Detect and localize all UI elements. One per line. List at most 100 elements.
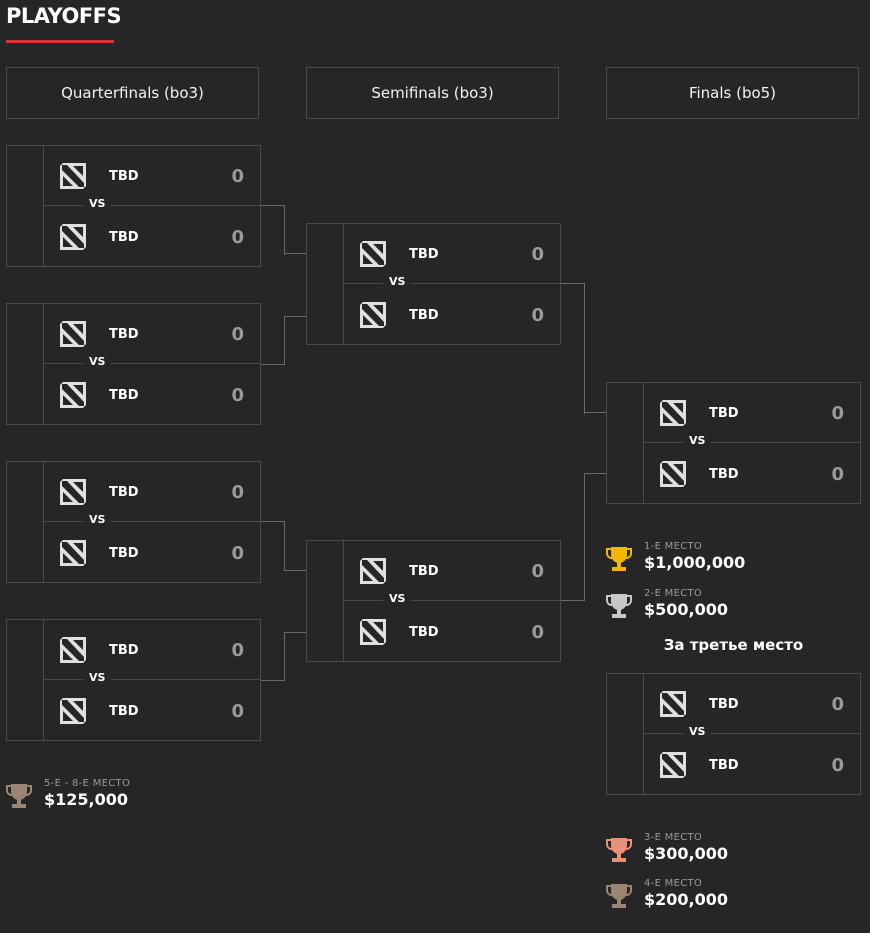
bracket-connector <box>261 316 285 365</box>
team-row[interactable]: TBD 0 <box>59 696 244 726</box>
prize-2nd-place: 2-Е МЕСТО $500,000 <box>606 588 806 628</box>
prize-1st-place: 1-Е МЕСТО $1,000,000 <box>606 541 806 581</box>
team-score: 0 <box>531 304 544 326</box>
team-name: TBD <box>409 624 439 640</box>
round-header-quarterfinals: Quarterfinals (bo3) <box>6 67 259 119</box>
team-row[interactable]: TBD 0 <box>659 459 844 489</box>
dota2-logo-icon <box>359 301 387 329</box>
dota2-logo-icon <box>659 690 687 718</box>
bracket-connector <box>584 473 606 475</box>
prize-amount: $300,000 <box>644 844 729 863</box>
bracket-connector <box>284 632 306 634</box>
bracket-connector <box>284 570 306 572</box>
match-card-quarterfinal-4[interactable]: TBD 0 VS TBD 0 <box>6 619 261 741</box>
trophy-bronze-icon <box>606 836 632 864</box>
prize-amount: $200,000 <box>644 890 729 909</box>
vs-label: VS <box>83 671 112 684</box>
dota2-logo-icon <box>59 539 87 567</box>
prize-4th-place: 4-Е МЕСТО $200,000 <box>606 878 806 918</box>
vs-label: VS <box>83 197 112 210</box>
team-score: 0 <box>231 639 244 661</box>
team-score: 0 <box>831 754 844 776</box>
team-row[interactable]: TBD 0 <box>359 300 544 330</box>
team-name: TBD <box>709 696 739 712</box>
dota2-logo-icon <box>59 636 87 664</box>
dota2-logo-icon <box>59 478 87 506</box>
team-name: TBD <box>109 545 139 561</box>
team-name: TBD <box>409 246 439 262</box>
dota2-logo-icon <box>359 240 387 268</box>
bracket-connector <box>261 632 285 681</box>
bracket-connector <box>284 253 306 255</box>
bracket-connector <box>261 205 285 255</box>
team-score: 0 <box>831 693 844 715</box>
team-name: TBD <box>409 307 439 323</box>
team-score: 0 <box>231 323 244 345</box>
vs-label: VS <box>83 355 112 368</box>
team-name: TBD <box>109 168 139 184</box>
team-score: 0 <box>231 700 244 722</box>
team-score: 0 <box>831 402 844 424</box>
team-row[interactable]: TBD 0 <box>59 477 244 507</box>
prize-amount: $125,000 <box>44 790 129 809</box>
team-score: 0 <box>231 226 244 248</box>
team-name: TBD <box>109 642 139 658</box>
team-row[interactable]: TBD 0 <box>59 635 244 665</box>
prize-5th-8th-place: 5-Е - 8-Е МЕСТО $125,000 <box>6 778 206 818</box>
dota2-logo-icon <box>59 320 87 348</box>
page-title: PLAYOFFS <box>6 4 122 28</box>
team-name: TBD <box>709 466 739 482</box>
dota2-logo-icon <box>659 399 687 427</box>
dota2-logo-icon <box>59 697 87 725</box>
prize-amount: $1,000,000 <box>644 553 746 572</box>
title-underline <box>6 40 114 43</box>
team-score: 0 <box>231 542 244 564</box>
team-name: TBD <box>109 703 139 719</box>
prize-label: 3-Е МЕСТО <box>644 832 703 843</box>
vs-label: VS <box>83 513 112 526</box>
team-row[interactable]: TBD 0 <box>59 380 244 410</box>
team-score: 0 <box>531 243 544 265</box>
bracket-connector <box>561 283 585 414</box>
third-place-heading: За третье место <box>663 636 804 654</box>
team-score: 0 <box>231 481 244 503</box>
bracket-connector <box>284 316 306 318</box>
team-row[interactable]: TBD 0 <box>59 319 244 349</box>
team-name: TBD <box>109 387 139 403</box>
team-row[interactable]: TBD 0 <box>59 538 244 568</box>
prize-label: 2-Е МЕСТО <box>644 588 703 599</box>
vs-label: VS <box>683 725 712 738</box>
dota2-logo-icon <box>59 381 87 409</box>
team-name: TBD <box>109 484 139 500</box>
team-row[interactable]: TBD 0 <box>359 239 544 269</box>
team-score: 0 <box>831 463 844 485</box>
bracket-connector <box>584 412 606 414</box>
team-name: TBD <box>409 563 439 579</box>
trophy-icon <box>606 882 632 910</box>
match-card-quarterfinal-2[interactable]: TBD 0 VS TBD 0 <box>6 303 261 425</box>
dota2-logo-icon <box>59 162 87 190</box>
team-score: 0 <box>231 165 244 187</box>
dota2-logo-icon <box>59 223 87 251</box>
prize-label: 5-Е - 8-Е МЕСТО <box>44 778 131 789</box>
team-row[interactable]: TBD 0 <box>659 398 844 428</box>
team-name: TBD <box>109 326 139 342</box>
team-name: TBD <box>709 405 739 421</box>
dota2-logo-icon <box>659 751 687 779</box>
trophy-gold-icon <box>606 545 632 573</box>
team-row[interactable]: TBD 0 <box>659 689 844 719</box>
bracket-connector <box>261 521 285 571</box>
team-score: 0 <box>231 384 244 406</box>
team-row[interactable]: TBD 0 <box>59 161 244 191</box>
match-card-quarterfinal-3[interactable]: TBD 0 VS TBD 0 <box>6 461 261 583</box>
bracket-connector <box>561 473 585 601</box>
